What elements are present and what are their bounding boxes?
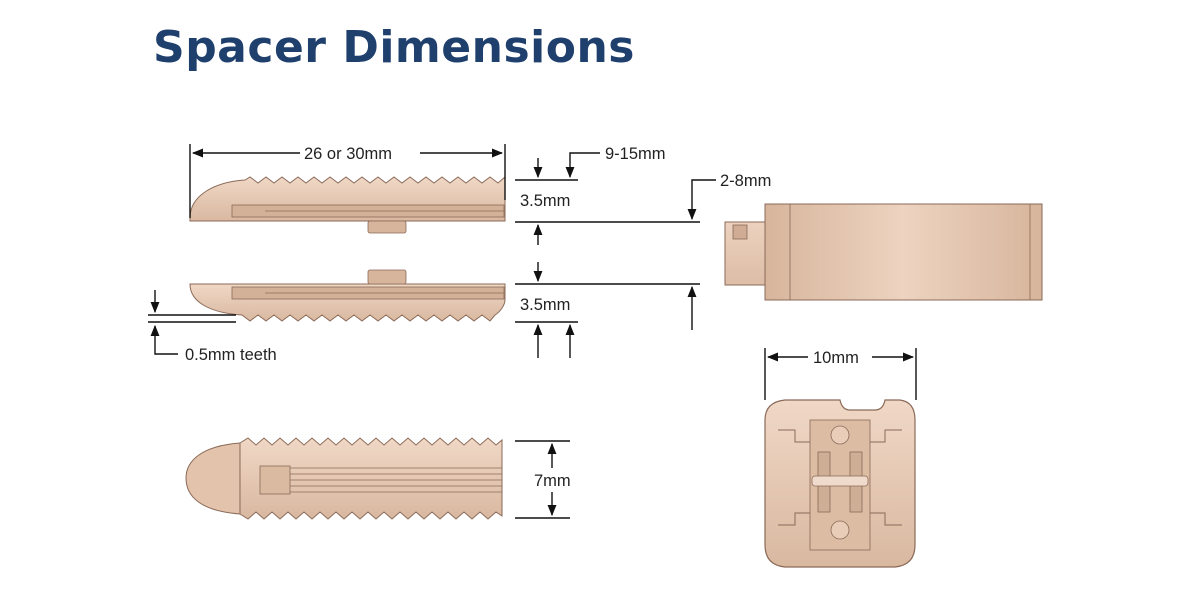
expanded-spacer-side-block xyxy=(724,203,1043,301)
bottom-thickness-label: 3.5mm xyxy=(520,296,570,314)
bottom-plate-side-view xyxy=(189,269,506,322)
height-range-label: 9-15mm xyxy=(605,145,666,163)
spacer-end-view-10mm xyxy=(764,399,916,568)
top-thickness-label: 3.5mm xyxy=(520,192,570,210)
page-title: Spacer Dimensions xyxy=(153,22,635,73)
side-width-label: 7mm xyxy=(534,472,571,490)
dimension-lines xyxy=(148,144,917,519)
spacer-side-view-7mm xyxy=(185,437,503,520)
top-plate-side-view xyxy=(189,175,506,234)
length-label: 26 or 30mm xyxy=(304,145,392,163)
expansion-label: 2-8mm xyxy=(720,172,771,190)
end-width-label: 10mm xyxy=(813,349,859,367)
teeth-label: 0.5mm teeth xyxy=(185,346,277,364)
